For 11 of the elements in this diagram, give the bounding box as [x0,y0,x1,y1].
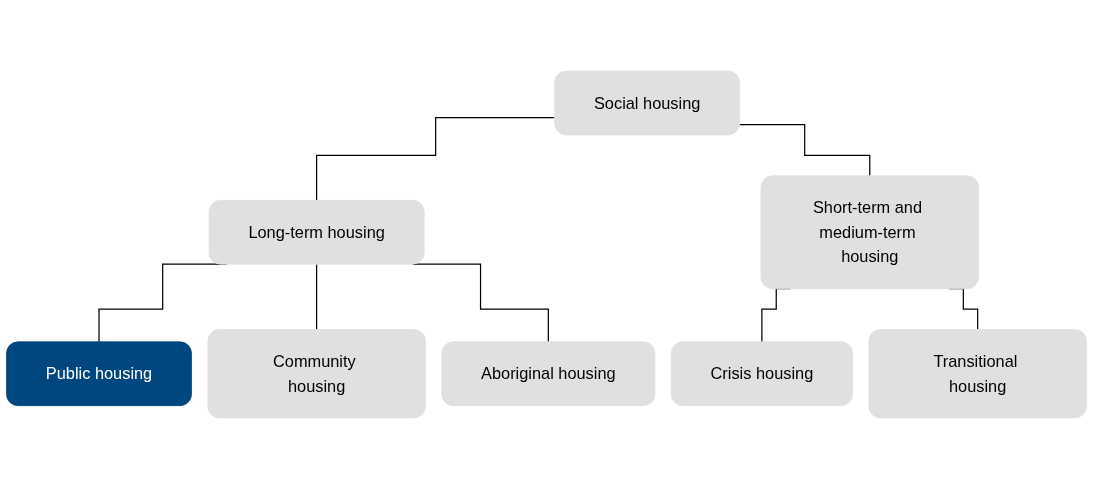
node-box: Social housing [554,70,740,136]
node-box: Public housing [6,341,192,407]
node-box: Long-term housing [208,199,425,265]
node-box: Aboriginal housing [441,341,656,407]
node-box: Community housing [207,329,426,419]
node-box: Crisis housing [670,341,853,407]
connector [316,117,556,201]
connector [316,263,318,331]
connector [739,124,871,177]
node-box: Transitional housing [868,329,1087,419]
node-box: Short-term and medium-term housing [760,175,979,290]
